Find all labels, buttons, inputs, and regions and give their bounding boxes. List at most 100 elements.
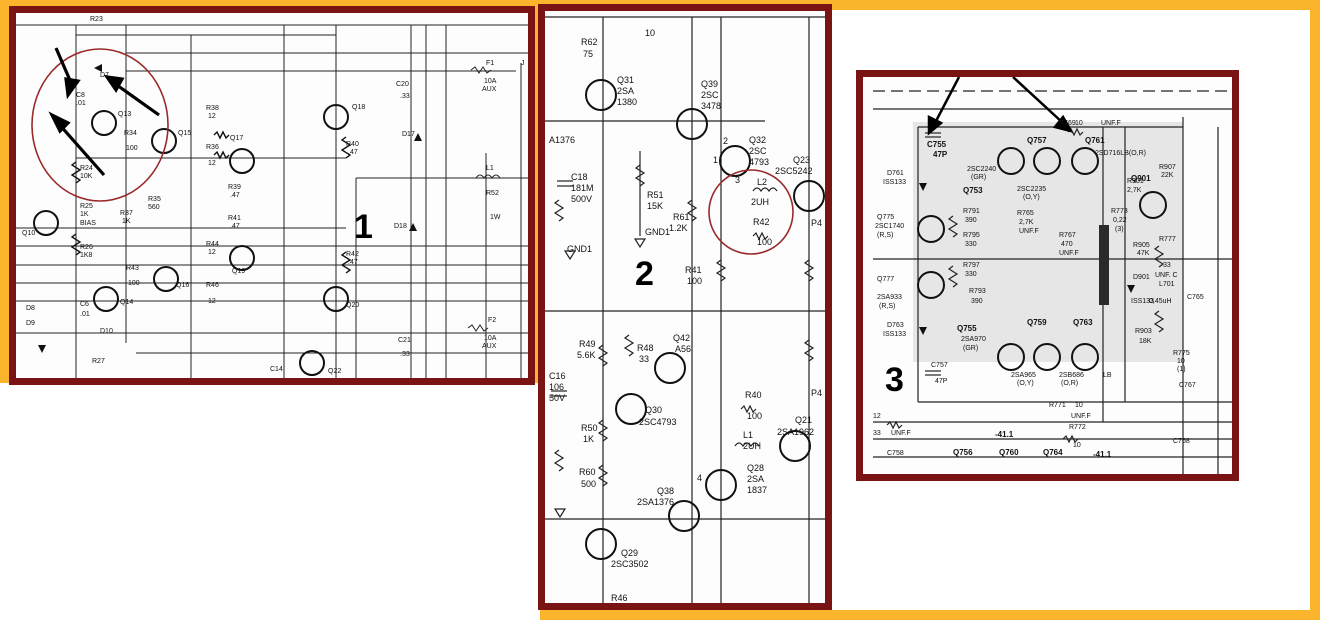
- component-label: R797: [963, 262, 980, 269]
- component-label: J: [521, 60, 525, 67]
- component-label: 100: [757, 237, 772, 247]
- component-label: D10: [100, 328, 113, 335]
- component-label: Q38: [657, 486, 674, 496]
- component-label: (GR): [963, 345, 978, 352]
- component-label: 12: [208, 249, 216, 256]
- component-label: 100: [747, 411, 762, 421]
- transistor-symbol: [917, 215, 945, 243]
- component-label: C8: [76, 92, 85, 99]
- component-label: 33: [873, 430, 881, 437]
- component-label: ISS133: [883, 331, 906, 338]
- transistor-symbol: [93, 286, 119, 312]
- component-label: 12: [208, 113, 216, 120]
- component-label: C755: [927, 140, 947, 149]
- component-label: 2SA: [747, 474, 764, 484]
- schematic-2-drawing: 10 R62 75 Q31 2SA 1380 Q39 2SC 3478 A137…: [545, 16, 825, 603]
- component-label: Q14: [120, 299, 133, 306]
- component-label: L1: [743, 430, 753, 440]
- component-label: C16: [549, 371, 566, 381]
- component-label: 100: [128, 280, 140, 287]
- component-label: UNF.F: [1071, 413, 1091, 420]
- component-label: R35: [148, 196, 161, 203]
- component-label: (R,S): [877, 232, 893, 239]
- component-label: 1K: [583, 434, 594, 444]
- component-label: Q755: [957, 324, 977, 333]
- component-label: (1): [1177, 366, 1186, 373]
- component-label: GND1: [645, 227, 670, 237]
- component-label: UNF.F: [1019, 228, 1039, 235]
- component-label: 47K: [1137, 250, 1150, 257]
- component-label: 2SC: [749, 146, 767, 156]
- component-label: 3478: [701, 101, 721, 111]
- component-label: 390: [965, 217, 977, 224]
- component-label: R40: [745, 390, 762, 400]
- component-label: 4: [697, 473, 702, 483]
- component-label: 12: [873, 413, 881, 420]
- component-label: R777: [1159, 236, 1176, 243]
- transistor-symbol: [1071, 343, 1099, 371]
- component-label: .47: [230, 223, 240, 230]
- component-label: LB: [1103, 372, 1112, 379]
- component-label: 2SA933: [877, 294, 902, 301]
- component-label: UNF.F: [891, 430, 911, 437]
- component-label: R765: [1017, 210, 1034, 217]
- transistor-symbol: [668, 500, 700, 532]
- component-label: 18K: [1139, 338, 1152, 345]
- transistor-symbol: [997, 147, 1025, 175]
- component-label: C6: [80, 301, 89, 308]
- component-label: R24: [80, 165, 93, 172]
- component-label: Q17: [230, 135, 243, 142]
- transistor-symbol: [615, 393, 647, 425]
- component-label: UNF. C: [1155, 272, 1178, 279]
- component-label: R905: [1133, 242, 1150, 249]
- component-label: F1: [486, 60, 494, 67]
- component-label: .47: [230, 192, 240, 199]
- transistor-symbol: [1033, 343, 1061, 371]
- highlight-circle: [708, 169, 794, 255]
- component-label: D18: [394, 223, 407, 230]
- component-label: 5.6K: [577, 350, 596, 360]
- component-label: 1: [713, 155, 718, 165]
- component-label: 1K: [80, 211, 89, 218]
- component-label: C758: [887, 450, 904, 457]
- component-label: F2: [488, 317, 496, 324]
- component-label: 1K8: [80, 252, 93, 259]
- component-label: Q31: [617, 75, 634, 85]
- component-label: L1: [486, 165, 494, 172]
- highlight-circle: [31, 48, 169, 202]
- component-label: UNF.F: [1101, 120, 1121, 127]
- component-label: AUX: [482, 86, 497, 93]
- component-label: (O,R): [1061, 380, 1078, 387]
- component-label: 12: [208, 160, 216, 167]
- component-label: D763: [887, 322, 904, 329]
- component-label: Q15: [178, 130, 191, 137]
- component-label: 10: [1075, 120, 1083, 127]
- transistor-symbol: [229, 245, 255, 271]
- component-label: Q32: [749, 135, 766, 145]
- inductor-l701: [1099, 225, 1109, 305]
- transistor-symbol: [997, 343, 1025, 371]
- transistor-symbol: [229, 148, 255, 174]
- component-label: R34: [124, 130, 137, 137]
- component-label: 2SC5242: [775, 166, 813, 176]
- component-label: -41.1: [995, 430, 1014, 439]
- component-label: R60: [579, 467, 596, 477]
- component-label: Q21: [795, 415, 812, 425]
- component-label: 33: [639, 354, 649, 364]
- component-label: Q10: [22, 230, 35, 237]
- component-label: 2SA1962: [777, 427, 814, 437]
- component-label: 47P: [933, 150, 948, 159]
- component-label: ISS133: [1131, 298, 1154, 305]
- component-label: 2SA: [617, 86, 634, 96]
- component-label: 2SC3502: [611, 559, 649, 569]
- component-label: R51: [647, 190, 664, 200]
- component-label: C14: [270, 366, 283, 373]
- component-label: 2SC4793: [639, 417, 677, 427]
- component-label: R39: [228, 184, 241, 191]
- component-label: 33: [1163, 262, 1171, 269]
- component-label: (O,Y): [1023, 194, 1040, 201]
- component-label: 22K: [1161, 172, 1174, 179]
- schematic-panel-2: 10 R62 75 Q31 2SA 1380 Q39 2SC 3478 A137…: [538, 4, 832, 610]
- component-label: 10K: [80, 173, 93, 180]
- component-label: D8: [26, 305, 35, 312]
